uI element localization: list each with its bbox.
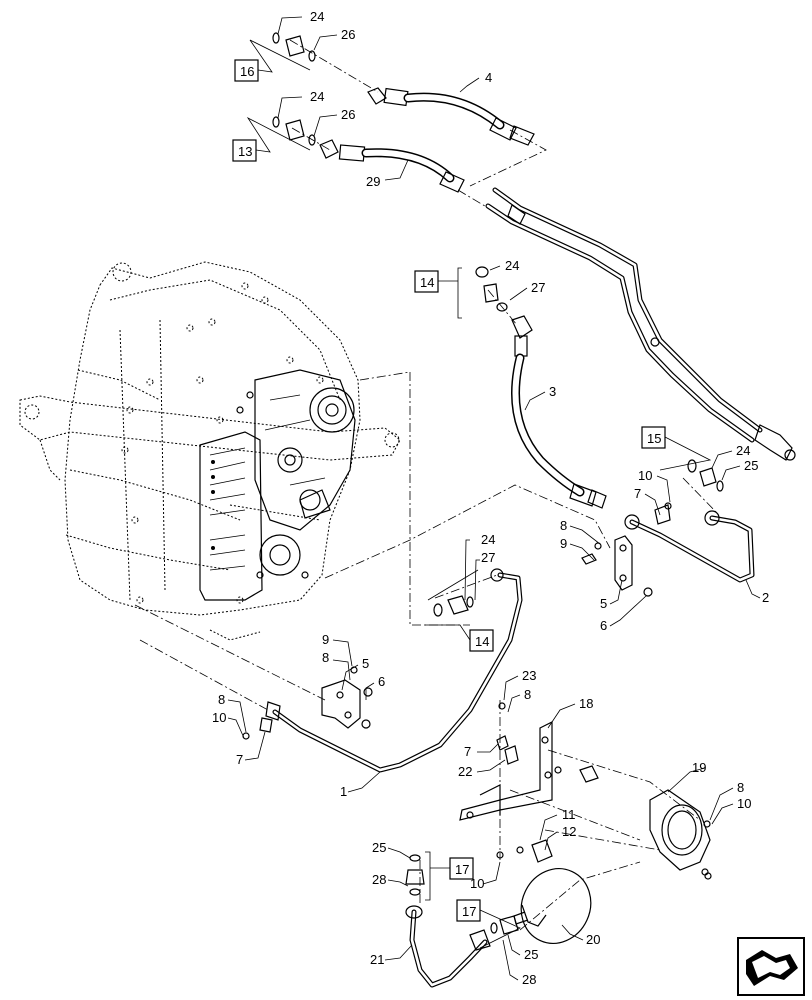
callout-21: 21 (370, 952, 384, 967)
callout-27: 27 (481, 550, 495, 565)
callout-14: 14 (475, 634, 489, 649)
callout-4: 4 (485, 70, 492, 85)
callout-27: 27 (531, 280, 545, 295)
callout-24: 24 (505, 258, 519, 273)
callout-18: 18 (579, 696, 593, 711)
callout-5: 5 (362, 656, 369, 671)
ref-box-15 (641, 426, 712, 471)
bracket-5-right (581, 535, 653, 597)
leader-lines (227, 16, 761, 981)
callout-8: 8 (524, 687, 531, 702)
tube-21 (405, 905, 491, 988)
steel-lines-upper (485, 187, 796, 461)
callout-1: 1 (340, 784, 347, 799)
small-hardware (242, 502, 712, 880)
ref-box-16 (234, 39, 311, 82)
callout-2: 2 (762, 590, 769, 605)
hose-29 (319, 139, 465, 193)
fittings-mid (433, 595, 474, 617)
control-valve-block (199, 369, 356, 601)
fittings-15 (687, 459, 724, 492)
callout-24: 24 (736, 443, 750, 458)
callout-8: 8 (322, 650, 329, 665)
callout-17: 17 (455, 862, 469, 877)
ref-box-14-mid (425, 569, 494, 652)
callout-12: 12 (562, 824, 576, 839)
bracket-18 (459, 721, 599, 821)
callout-8: 8 (218, 692, 225, 707)
callout-6: 6 (378, 674, 385, 689)
ref-box-14-top (414, 267, 462, 319)
ref-box-17-lower (456, 899, 521, 949)
bracket-5-left (321, 679, 373, 729)
callout-3: 3 (549, 384, 556, 399)
callout-7: 7 (464, 744, 471, 759)
callout-11: 11 (562, 807, 576, 822)
callout-24: 24 (310, 89, 324, 104)
fittings-top-16 (272, 32, 316, 62)
callout-14: 14 (420, 275, 434, 290)
callout-24: 24 (481, 532, 495, 547)
callout-10: 10 (737, 796, 751, 811)
callout-16: 16 (240, 64, 254, 79)
fittings-top-13 (272, 116, 316, 146)
callout-23: 23 (522, 668, 536, 683)
callout-8: 8 (737, 780, 744, 795)
ref-box-13 (232, 116, 311, 162)
callout-9: 9 (560, 536, 567, 551)
callout-24: 24 (310, 9, 324, 24)
callout-28: 28 (372, 872, 386, 887)
hose-3 (511, 315, 607, 509)
tube-1 (259, 568, 523, 773)
callout-28: 28 (522, 972, 536, 987)
center-lines (134, 39, 719, 931)
callout-20: 20 (586, 932, 600, 947)
callout-7: 7 (634, 486, 641, 501)
fittings-17-upper (405, 854, 425, 896)
callout-6: 6 (600, 618, 607, 633)
hose-4 (367, 87, 535, 146)
callout-17: 17 (462, 904, 476, 919)
callout-22: 22 (458, 764, 472, 779)
callout-10: 10 (212, 710, 226, 725)
tube-2 (624, 510, 755, 583)
bracket-19 (649, 789, 711, 876)
callout-10: 10 (470, 876, 484, 891)
bolt-12 (516, 839, 553, 863)
callout-25: 25 (524, 947, 538, 962)
callout-19: 19 (692, 760, 706, 775)
callout-labels: 24 26 16 24 26 13 4 29 14 24 27 3 15 24 … (212, 9, 769, 987)
arrow-page-navigation-icon[interactable] (737, 937, 805, 996)
ref-box-17-upper (425, 851, 474, 901)
callout-26: 26 (341, 27, 355, 42)
callout-26: 26 (341, 107, 355, 122)
transmission-housing (19, 261, 401, 641)
callout-25: 25 (744, 458, 758, 473)
callout-5: 5 (600, 596, 607, 611)
fittings-17-lower (490, 915, 519, 935)
callout-13: 13 (238, 144, 252, 159)
callout-25: 25 (372, 840, 386, 855)
callout-10: 10 (638, 468, 652, 483)
fittings-14-top (475, 266, 508, 312)
callout-7: 7 (236, 752, 243, 767)
callout-8: 8 (560, 518, 567, 533)
callout-9: 9 (322, 632, 329, 647)
callout-15: 15 (647, 431, 661, 446)
callout-29: 29 (366, 174, 380, 189)
